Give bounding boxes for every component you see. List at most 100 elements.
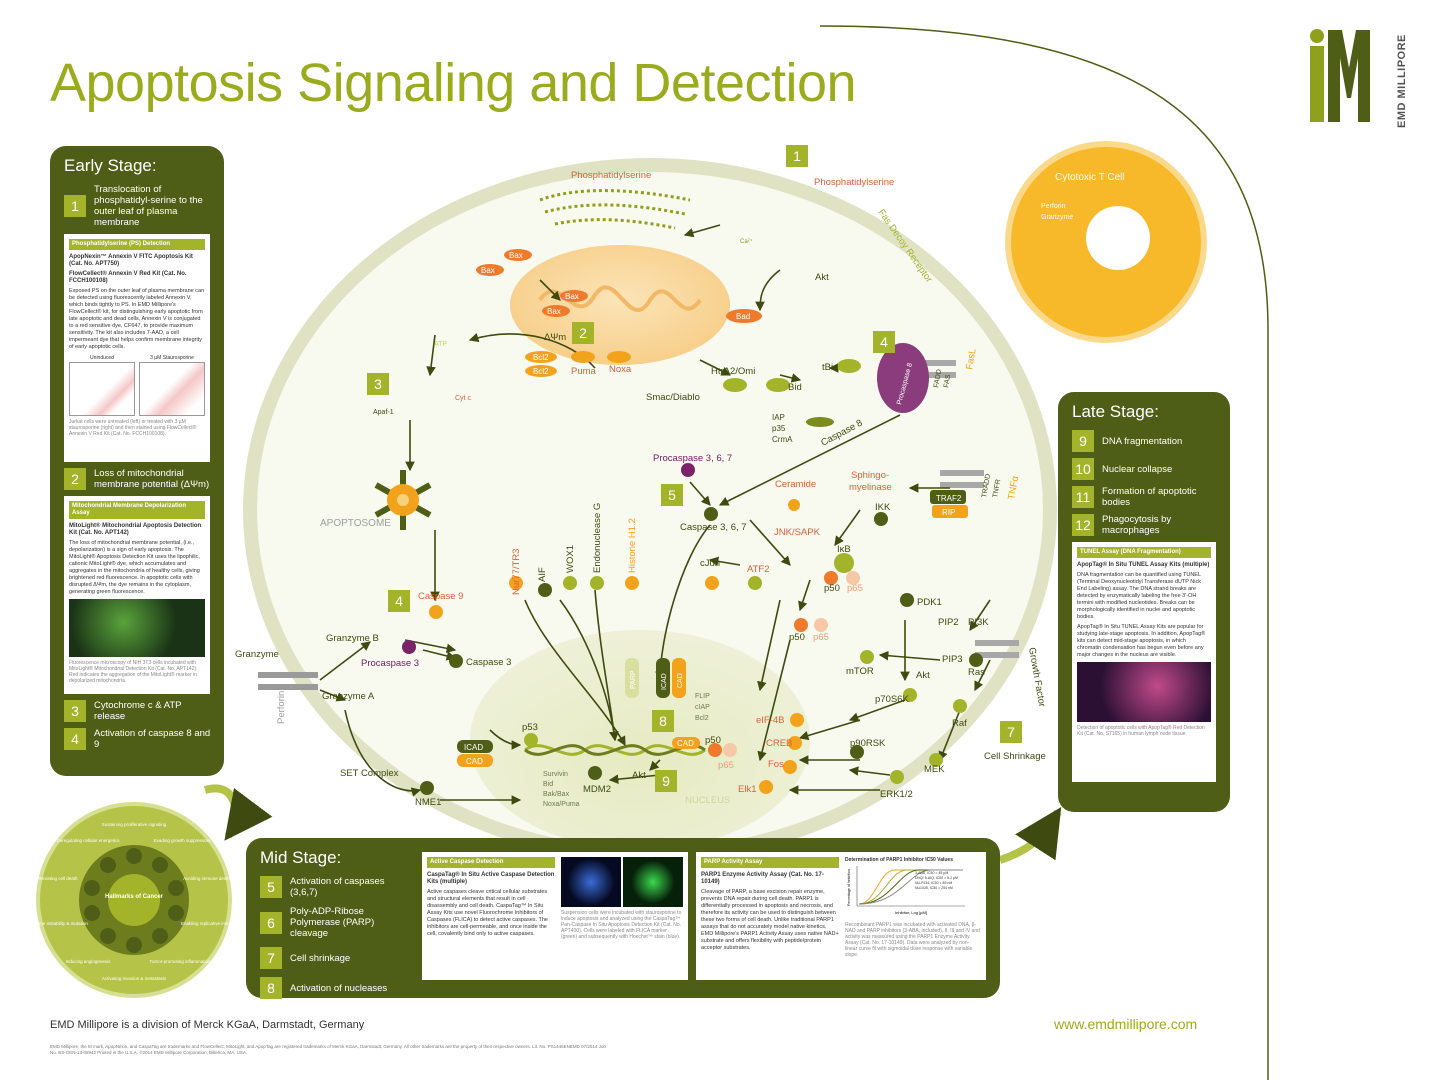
label-perforin: Perforin	[276, 691, 287, 724]
label-tnfa: TNFα	[1006, 475, 1021, 501]
label-granzymeA: Granzyme A	[322, 691, 375, 702]
label-nur77: Nur77/TR3	[511, 549, 522, 595]
mid-stage-heading: Mid Stage:	[260, 848, 342, 867]
label-ciap: cIAP	[695, 704, 710, 711]
svg-text:Evading growth suppressors: Evading growth suppressors	[154, 838, 212, 843]
label-tradd: TRADD	[981, 473, 992, 498]
stage-num-8: 8	[659, 713, 667, 729]
label-p65-b: p65	[813, 632, 829, 643]
label-cytc: Cyt c	[455, 395, 471, 402]
label-fos: Fos	[768, 759, 784, 770]
label-growth: Growth Factor	[1026, 647, 1047, 708]
label-cad: CAD	[466, 757, 483, 766]
footer-url-link[interactable]: www.emdmillipore.com	[1054, 1016, 1198, 1032]
svg-text:Tumor-promoting inflammation: Tumor-promoting inflammation	[149, 959, 211, 964]
svg-text:NU1025, IC50 = 254 nM: NU1025, IC50 = 254 nM	[915, 886, 953, 890]
stage-num-2: 2	[579, 325, 587, 341]
label-p65-a: p65	[847, 583, 863, 594]
label-granzyme: Granzyme	[235, 649, 279, 660]
stage-num-7: 7	[1007, 724, 1015, 740]
legend-perforin: Perforin	[1041, 203, 1066, 210]
label-pdk1: PDK1	[917, 597, 942, 608]
flow-plot-staurosporine	[139, 362, 205, 416]
stage-num-3: 3	[374, 376, 382, 392]
label-set: SET Complex	[340, 768, 399, 779]
label-nme1: NME1	[415, 797, 441, 808]
svg-text:Deregulating cellular energeti: Deregulating cellular energetics	[56, 838, 120, 843]
label-akt-r: Akt	[916, 670, 930, 681]
label-p50-b: p50	[789, 632, 805, 643]
tunel-micrograph	[1077, 662, 1211, 722]
label-procaspase367: Procaspase 3, 6, 7	[653, 453, 732, 464]
svg-text:DHQ/ 5-AIQ, IC50 = 5.2 µM: DHQ/ 5-AIQ, IC50 = 5.2 µM	[915, 876, 958, 880]
label-caspase3: Caspase 3	[466, 657, 511, 668]
label-phosphatidylserine-a: Phosphatidylserine	[571, 170, 651, 181]
label-p50n: p50	[705, 735, 721, 746]
label-fasl: FasL	[964, 348, 979, 371]
footer-division: EMD Millipore is a division of Merck KGa…	[50, 1019, 365, 1031]
label-p65n: p65	[718, 760, 734, 771]
label-p35: p35	[772, 424, 786, 433]
label-shrink: Cell Shrinkage	[984, 751, 1046, 762]
svg-text:Sustaining proliferative signa: Sustaining proliferative signaling	[102, 822, 167, 827]
label-procaspase3: Procaspase 3	[361, 658, 419, 669]
label-tbid: tBid	[822, 362, 838, 373]
label-creb: CREB	[766, 738, 792, 749]
label-cad2: CAD	[677, 739, 694, 748]
label-ctl: Cytotoxic T Cell	[1055, 172, 1125, 183]
label-bax-1: Bax	[481, 266, 495, 275]
label-iap: IAP	[772, 413, 785, 422]
footer-fine-print: EMD Millipore, the M mark, ApopNexin, an…	[50, 1044, 606, 1055]
label-wox1: WOX1	[565, 545, 576, 573]
legend-granzyme: Granzyme	[1041, 214, 1073, 221]
label-rip: RIP	[942, 508, 955, 517]
hallmarks-of-cancer-wheel	[36, 802, 232, 998]
stage-num-4: 4	[880, 334, 888, 350]
hallmarks-center: Hallmarks of Cancer	[105, 894, 164, 900]
label-tnfr: TNFR	[992, 479, 1002, 499]
label-crma: CrmA	[772, 435, 793, 444]
label-jnk: JNK/SAPK	[774, 527, 821, 538]
label-p53: p53	[522, 722, 538, 733]
active-caspase-box: Active Caspase Detection CaspaTag® In Si…	[422, 852, 688, 980]
svg-text:Resisting cell death: Resisting cell death	[38, 876, 78, 881]
label-ceramide: Ceramide	[775, 479, 816, 490]
page-title: Apoptosis Signaling and Detection	[50, 53, 857, 113]
label-mek: MEK	[924, 764, 945, 775]
label-mdm2: MDM2	[583, 784, 611, 795]
label-sphingo2: myelinase	[849, 482, 892, 493]
label-akt-top: Akt	[815, 272, 829, 283]
ps-detection-box: Phosphatidylserine (PS) Detection ApopNe…	[64, 234, 210, 462]
label-bad: Bad	[736, 312, 750, 321]
late-stage-heading: Late Stage:	[1072, 402, 1159, 421]
label-icad-top: ICAD	[661, 673, 668, 690]
label-ikk: IKK	[875, 502, 891, 513]
label-caspase9: Caspase 9	[418, 591, 463, 602]
mito-depolarization-box: Mitochondrial Membrane Depolarization As…	[64, 496, 210, 694]
label-fadd: FADD	[933, 369, 943, 389]
svg-text:Genome instability & mutation: Genome instability & mutation	[28, 921, 88, 926]
label-cjun: cJun	[700, 558, 720, 569]
label-ikb: IκB	[837, 544, 851, 555]
label-eif4b: eIF-4B	[756, 715, 785, 726]
label-bax-2: Bax	[509, 251, 523, 260]
label-raf: Raf	[952, 718, 967, 729]
label-puma: Puma	[571, 366, 597, 377]
label-bcl2-b: Bcl2	[533, 367, 549, 376]
stage-num-1: 1	[793, 148, 801, 164]
label-phosphatidylserine-b: Phosphatidylserine	[814, 177, 894, 188]
label-survivin: Survivin	[543, 771, 568, 778]
label-cad-top: CAD	[677, 673, 684, 688]
caspatag-micrograph-blue	[561, 857, 621, 907]
label-icad: ICAD	[464, 743, 483, 752]
label-bidn: Bid	[543, 781, 553, 788]
